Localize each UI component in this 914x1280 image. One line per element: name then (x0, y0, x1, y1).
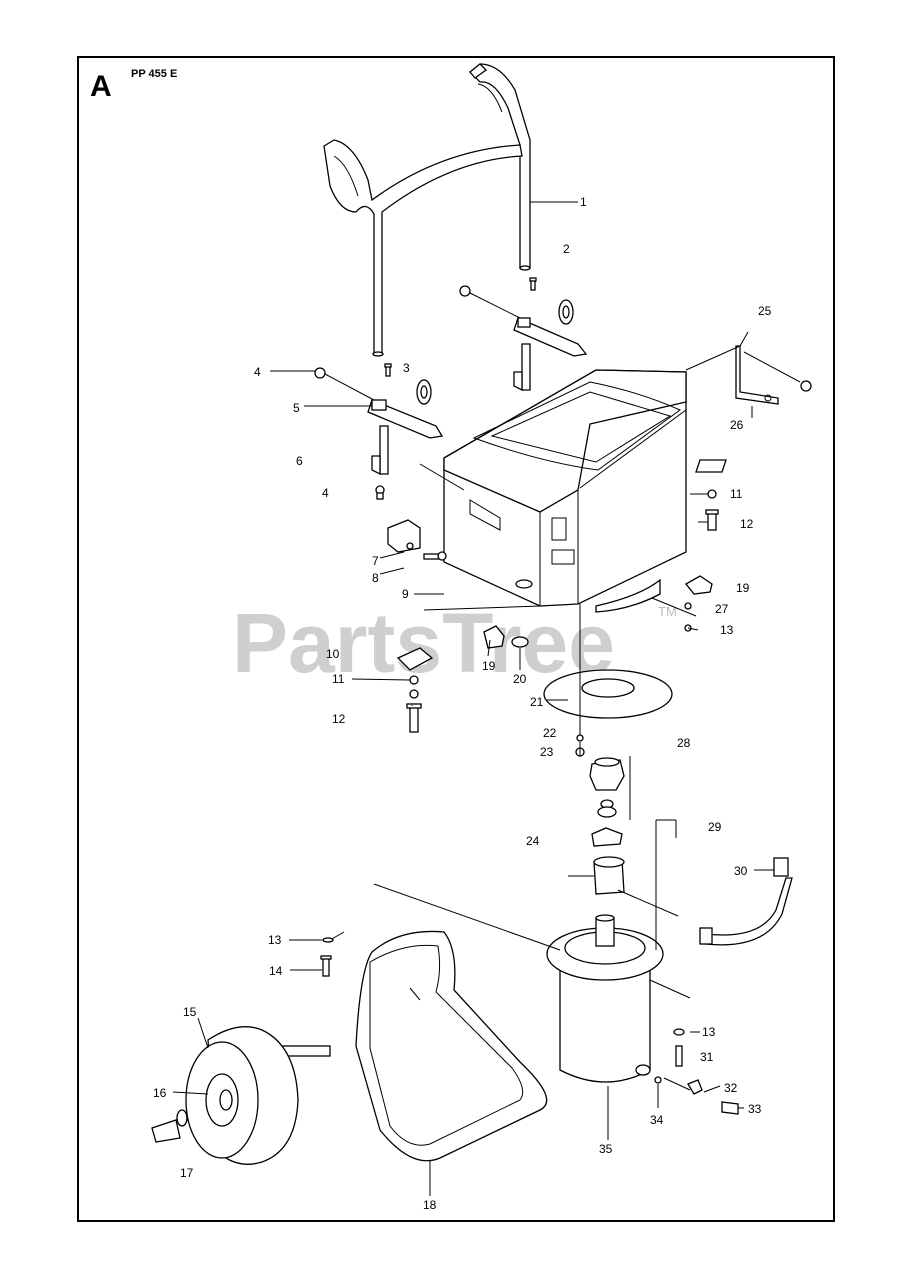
callout-35: 35 (599, 1142, 613, 1156)
callout-21: 21 (530, 695, 544, 709)
callout-1: 1 (580, 195, 587, 209)
handle-part (323, 63, 531, 357)
callout-22: 22 (543, 726, 557, 740)
fastener-part (320, 937, 334, 977)
watermark-text: PartsTree (232, 596, 615, 690)
callout-12b: 12 (740, 517, 754, 531)
rotor-part (568, 757, 625, 895)
callout-24: 24 (526, 834, 540, 848)
callout-13: 13 (720, 623, 734, 637)
handle-bracket-part (314, 367, 444, 500)
callout-17: 17 (180, 1166, 194, 1180)
callout-16: 16 (153, 1086, 167, 1100)
callout-33: 33 (748, 1102, 762, 1116)
watermark-trademark: TM (658, 604, 677, 619)
hose-part (699, 857, 793, 946)
callout-9: 9 (402, 587, 409, 601)
callout-3: 3 (403, 361, 410, 375)
bolt-part (705, 489, 719, 531)
motor-part (546, 914, 691, 1083)
callout-7: 7 (372, 554, 379, 568)
callout-11: 11 (332, 672, 345, 686)
callout-18: 18 (423, 1198, 437, 1212)
callout-32: 32 (724, 1081, 738, 1095)
leader-lines (172, 201, 774, 1196)
fitting-part (654, 1028, 739, 1115)
hopper-housing-part (419, 369, 687, 613)
model-name: PP 455 E (131, 68, 178, 80)
callout-27: 27 (715, 602, 729, 616)
handle-bracket-part (459, 285, 588, 392)
callout-11b: 11 (730, 487, 743, 501)
callout-5: 5 (293, 401, 300, 415)
callout-19b: 19 (736, 581, 750, 595)
callout-34: 34 (650, 1113, 664, 1127)
callout-31: 31 (700, 1050, 714, 1064)
callout-13c: 13 (702, 1025, 716, 1039)
pad-part (396, 647, 434, 733)
callout-25: 25 (758, 304, 772, 318)
callout-30: 30 (734, 864, 748, 878)
gasket-part (543, 669, 673, 719)
callout-19: 19 (482, 659, 496, 673)
callout-26: 26 (730, 418, 744, 432)
callout-labels: 1 2 3 4 5 6 4 7 8 9 10 11 12 19 20 21 22… (153, 195, 772, 1212)
callout-14: 14 (269, 964, 283, 978)
diagram-frame (77, 56, 835, 1222)
callout-6: 6 (296, 454, 303, 468)
callout-2: 2 (563, 242, 570, 256)
clip-part (685, 345, 812, 473)
bracket-part (387, 519, 447, 561)
callout-28: 28 (677, 736, 691, 750)
section-letter: A (90, 70, 112, 103)
callout-20: 20 (513, 672, 527, 686)
callout-4: 4 (254, 365, 261, 379)
frame-part (281, 883, 679, 1162)
callout-13b: 13 (268, 933, 282, 947)
callout-23: 23 (540, 745, 554, 759)
callout-15: 15 (183, 1005, 197, 1019)
bolt-part (384, 277, 537, 377)
wheel-part (151, 1026, 299, 1165)
callout-4b: 4 (322, 486, 329, 500)
callout-12: 12 (332, 712, 346, 726)
small-part (483, 579, 533, 649)
callout-10: 10 (326, 647, 340, 661)
callout-29: 29 (708, 820, 722, 834)
clip-part (684, 575, 713, 632)
callout-8: 8 (372, 571, 379, 585)
